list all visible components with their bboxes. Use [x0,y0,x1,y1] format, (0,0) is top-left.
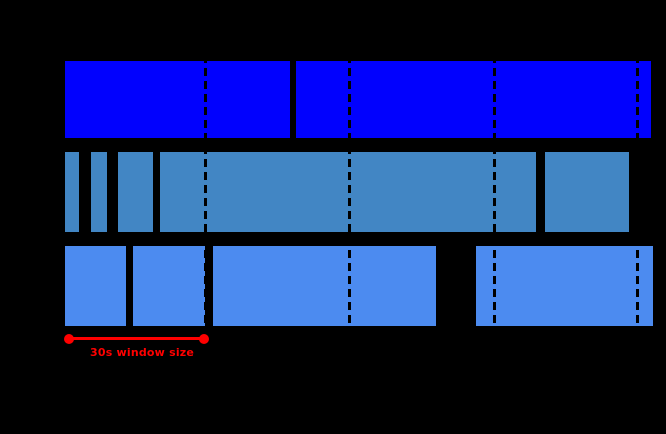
window-boundary-dashed-line [204,55,207,332]
bar-segment-row3 [476,246,653,326]
measure-line [69,337,204,340]
measure-line-left-endpoint [64,334,74,344]
bar-segment-row1 [296,61,651,138]
bar-segment-row2 [545,152,629,232]
window-size-label: 30s window size [90,346,195,359]
bar-segment-row2 [65,152,79,232]
window-boundary-dashed-line [493,55,496,332]
bar-segment-row2 [91,152,107,232]
bar-segment-row1 [65,61,290,138]
bar-segment-row2 [118,152,153,232]
window-boundary-dashed-line [636,55,639,332]
window-boundary-dashed-line [348,55,351,332]
measure-line-right-endpoint [199,334,209,344]
bar-segment-row3 [133,246,205,326]
bar-segment-row3 [65,246,126,326]
bar-segment-row3 [213,246,436,326]
